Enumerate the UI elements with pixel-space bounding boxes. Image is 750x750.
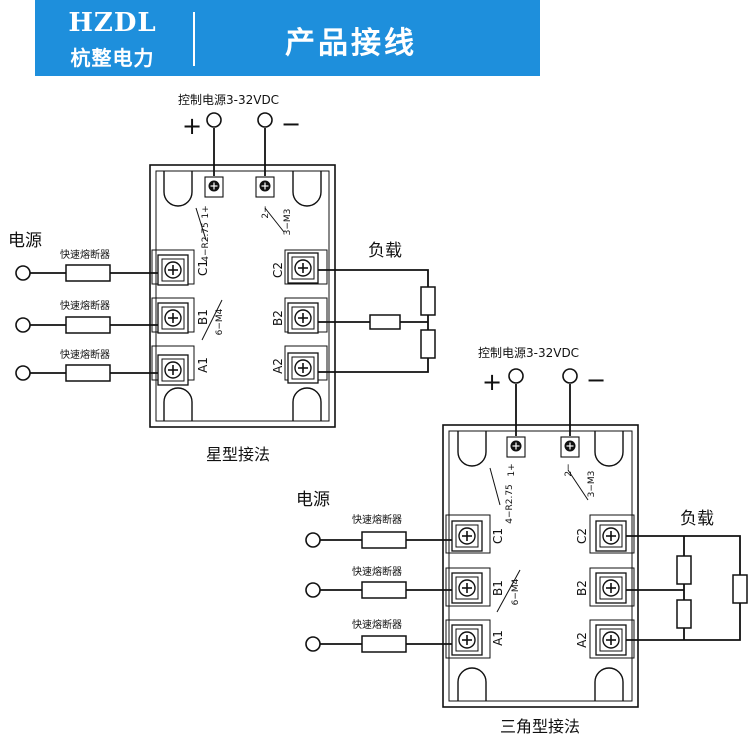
star-fuse-c xyxy=(65,264,111,282)
star-terminal-c2 xyxy=(287,252,319,284)
star-control-terminal-1 xyxy=(204,176,224,198)
delta-load-resistor-right xyxy=(732,574,748,604)
delta-terminal-c2 xyxy=(595,520,627,552)
delta-minus-sign: − xyxy=(586,366,606,394)
delta-fuse-label-c: 快速熔断器 xyxy=(352,513,402,526)
star-pin-1-label: 1+ xyxy=(201,205,211,218)
delta-control-supply-label: 控制电源3-32VDC xyxy=(478,346,579,360)
star-screw-top-label: 4−R2.75 xyxy=(201,222,211,262)
star-terminal-a1 xyxy=(157,354,189,386)
delta-terminal-b1 xyxy=(451,572,483,604)
delta-terminal-a2 xyxy=(595,624,627,656)
delta-screw-top-label: 4−R2.75 xyxy=(505,484,515,524)
delta-label-a1: A1 xyxy=(491,630,505,646)
delta-label-c1: C1 xyxy=(491,528,505,544)
delta-terminal-a1 xyxy=(451,624,483,656)
star-module-housing xyxy=(149,164,336,428)
delta-control-wiring xyxy=(508,368,578,436)
star-pin-2-label: 2− xyxy=(261,205,271,218)
star-input-node-a xyxy=(15,365,31,381)
star-fuse-label-c: 快速熔断器 xyxy=(60,248,110,261)
star-control-supply-label: 控制电源3-32VDC xyxy=(178,93,279,107)
star-input-wiring xyxy=(30,272,158,374)
star-fuse-label-a: 快速熔断器 xyxy=(60,348,110,361)
delta-fuse-label-a: 快速熔断器 xyxy=(352,618,402,631)
delta-caption: 三角型接法 xyxy=(500,717,580,736)
star-label-b1: B1 xyxy=(196,309,210,325)
star-input-node-b xyxy=(15,317,31,333)
star-terminal-c1 xyxy=(157,254,189,286)
star-terminal-b1 xyxy=(157,302,189,334)
delta-module-housing xyxy=(442,424,639,708)
star-load-resistor-bottom xyxy=(420,329,436,359)
delta-control-plus-node xyxy=(508,368,524,384)
delta-label-b2: B2 xyxy=(575,580,589,596)
delta-control-terminal-1 xyxy=(506,436,526,458)
star-caption: 星型接法 xyxy=(206,445,270,464)
star-plus-sign: + xyxy=(182,112,202,140)
star-fuse-b xyxy=(65,316,111,334)
delta-fuse-label-b: 快速熔断器 xyxy=(352,565,402,578)
star-control-terminal-2 xyxy=(255,176,275,198)
delta-input-node-c xyxy=(305,532,321,548)
delta-input-node-b xyxy=(305,582,321,598)
star-load-wiring xyxy=(318,269,429,373)
star-load-resistor-top xyxy=(420,286,436,316)
delta-control-minus-node xyxy=(562,368,578,384)
star-load-resistor-mid xyxy=(369,314,401,330)
star-label-b2: B2 xyxy=(271,310,285,326)
star-terminal-a2 xyxy=(287,352,319,384)
star-label-a1: A1 xyxy=(196,357,210,373)
delta-label-b1: B1 xyxy=(491,580,505,596)
delta-load-label: 负载 xyxy=(680,509,714,529)
delta-control-terminal-2 xyxy=(560,436,580,458)
star-fuse-label-b: 快速熔断器 xyxy=(60,299,110,312)
delta-pin-2-label: 2− xyxy=(564,463,574,476)
star-load-label: 负载 xyxy=(368,241,402,261)
star-input-node-c xyxy=(15,265,31,281)
delta-input-wiring xyxy=(320,539,452,645)
star-terminal-b2 xyxy=(287,302,319,334)
delta-fuse-c xyxy=(361,531,407,549)
star-screw-side-label: 6−M4 xyxy=(215,308,225,335)
header-banner: HZDL 杭整电力 产品接线 xyxy=(35,0,540,76)
delta-diagram: 控制电源3-32VDC + − 1+ 4−R2.75 2− 3−M3 C1 B1… xyxy=(296,346,748,736)
delta-power-label: 电源 xyxy=(296,490,330,510)
delta-screw-side-label: 6−M4 xyxy=(511,578,521,605)
delta-pin-1-label: 1+ xyxy=(507,463,517,476)
delta-label-c2: C2 xyxy=(575,528,589,544)
star-label-c1: C1 xyxy=(196,260,210,276)
page-title: 产品接线 xyxy=(285,26,417,61)
delta-input-node-a xyxy=(305,636,321,652)
delta-fuse-a xyxy=(361,635,407,653)
banner-divider xyxy=(193,12,195,66)
brand-name-en: HZDL xyxy=(68,8,157,38)
star-diagram: 控制电源3-32VDC + − 1+ 4−R2.75 2− 3−M3 C1 B1… xyxy=(8,93,436,464)
star-control-minus-node xyxy=(257,112,273,128)
brand-name-cn: 杭整电力 xyxy=(70,46,155,70)
star-screw-right-label: 3−M3 xyxy=(283,209,293,236)
star-label-c2: C2 xyxy=(271,262,285,278)
star-label-a2: A2 xyxy=(271,358,285,374)
star-power-label: 电源 xyxy=(8,231,42,251)
delta-load-resistor-top xyxy=(676,555,692,585)
delta-load-wiring xyxy=(626,535,741,641)
delta-plus-sign: + xyxy=(482,368,502,396)
star-fuse-a xyxy=(65,364,111,382)
star-control-plus-node xyxy=(206,112,222,128)
delta-terminal-b2 xyxy=(595,572,627,604)
brand-logo: HZDL 杭整电力 xyxy=(35,0,190,76)
delta-label-a2: A2 xyxy=(575,632,589,648)
delta-screw-right-label: 3−M3 xyxy=(587,471,597,498)
delta-load-resistor-bottom xyxy=(676,599,692,629)
star-control-wiring xyxy=(206,112,273,176)
star-minus-sign: − xyxy=(281,110,301,138)
delta-fuse-b xyxy=(361,581,407,599)
delta-terminal-c1 xyxy=(451,520,483,552)
